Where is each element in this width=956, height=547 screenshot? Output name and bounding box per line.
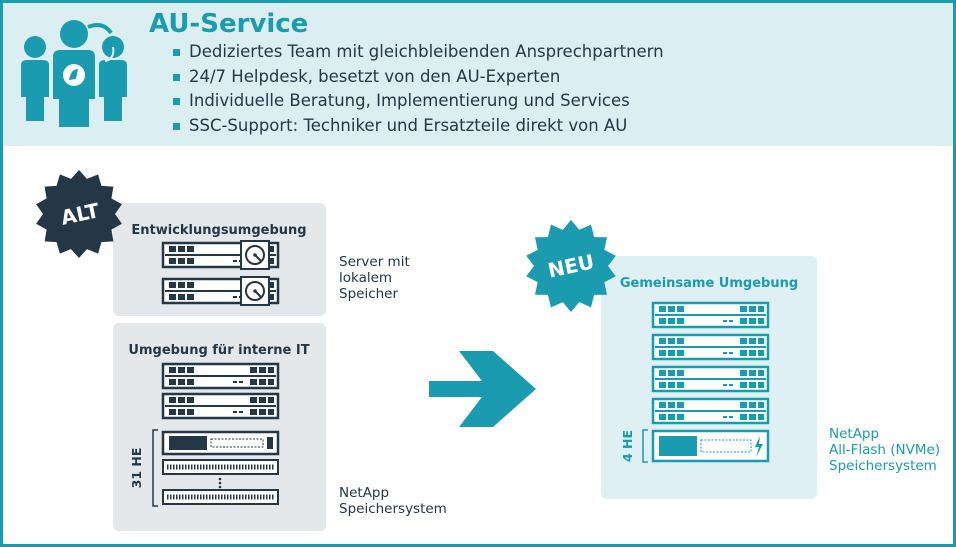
he-bracket (642, 429, 648, 463)
he-label-new: 4 HE (620, 430, 635, 462)
service-bullet-list: Dediziertes Team mit gleichbleibenden An… (173, 40, 664, 138)
bullet-item: 24/7 Helpdesk, besetzt von den AU-Expert… (173, 65, 664, 90)
disk-shelf-icon (162, 459, 279, 475)
server-icon (651, 365, 770, 393)
ellipsis-dots (218, 477, 222, 489)
server-icon (651, 333, 770, 361)
he-label-old: 31 HE (129, 448, 144, 489)
storage-controller-icon (161, 430, 280, 456)
caption-line: All-Flash (NVMe) (829, 442, 941, 458)
alt-badge: ALT (36, 170, 122, 258)
caption-line: Server mit (339, 254, 410, 270)
bullet-item: SSC-Support: Techniker und Ersatzteile d… (173, 114, 664, 139)
caption-line: lokalem (339, 270, 393, 286)
he-bracket (152, 429, 158, 507)
caption-line: NetApp (829, 426, 880, 442)
server-icon (651, 397, 770, 425)
transition-arrow-icon (429, 351, 536, 427)
caption-line: Speicher (339, 286, 399, 302)
dev-environment-title: Entwicklungsumgebung (131, 223, 306, 238)
server-icon (161, 362, 280, 390)
local-disk-icon (240, 240, 270, 270)
server-icon (161, 392, 280, 420)
disk-shelf-icon (162, 489, 279, 505)
caption-line: Speichersystem (829, 458, 937, 474)
shared-environment-title: Gemeinsame Umgebung (620, 276, 798, 291)
server-caption: Server mit lokalem Speicher (339, 254, 410, 302)
support-team-icon (21, 20, 127, 127)
server-icon (651, 301, 770, 329)
netapp-allflash-caption: NetApp All-Flash (NVMe) Speichersystem (829, 426, 940, 474)
netapp-caption: NetApp Speichersystem (339, 485, 447, 517)
allflash-storage-icon (651, 429, 770, 463)
caption-line: NetApp (339, 485, 390, 501)
neu-badge: NEU (526, 220, 616, 312)
service-banner: AU-Service Dediziertes Team mit gleichbl… (3, 3, 953, 146)
internal-it-title: Umgebung für interne IT (128, 343, 309, 358)
architecture-diagram: Entwicklungsumgebung Umgebung für intern… (36, 170, 817, 531)
caption-line: Speichersystem (339, 501, 447, 517)
bullet-item: Individuelle Beratung, Implementierung u… (173, 89, 664, 114)
banner-title: AU-Service (149, 9, 309, 39)
bullet-item: Dediziertes Team mit gleichbleibenden An… (173, 40, 664, 65)
local-disk-icon (240, 276, 270, 306)
